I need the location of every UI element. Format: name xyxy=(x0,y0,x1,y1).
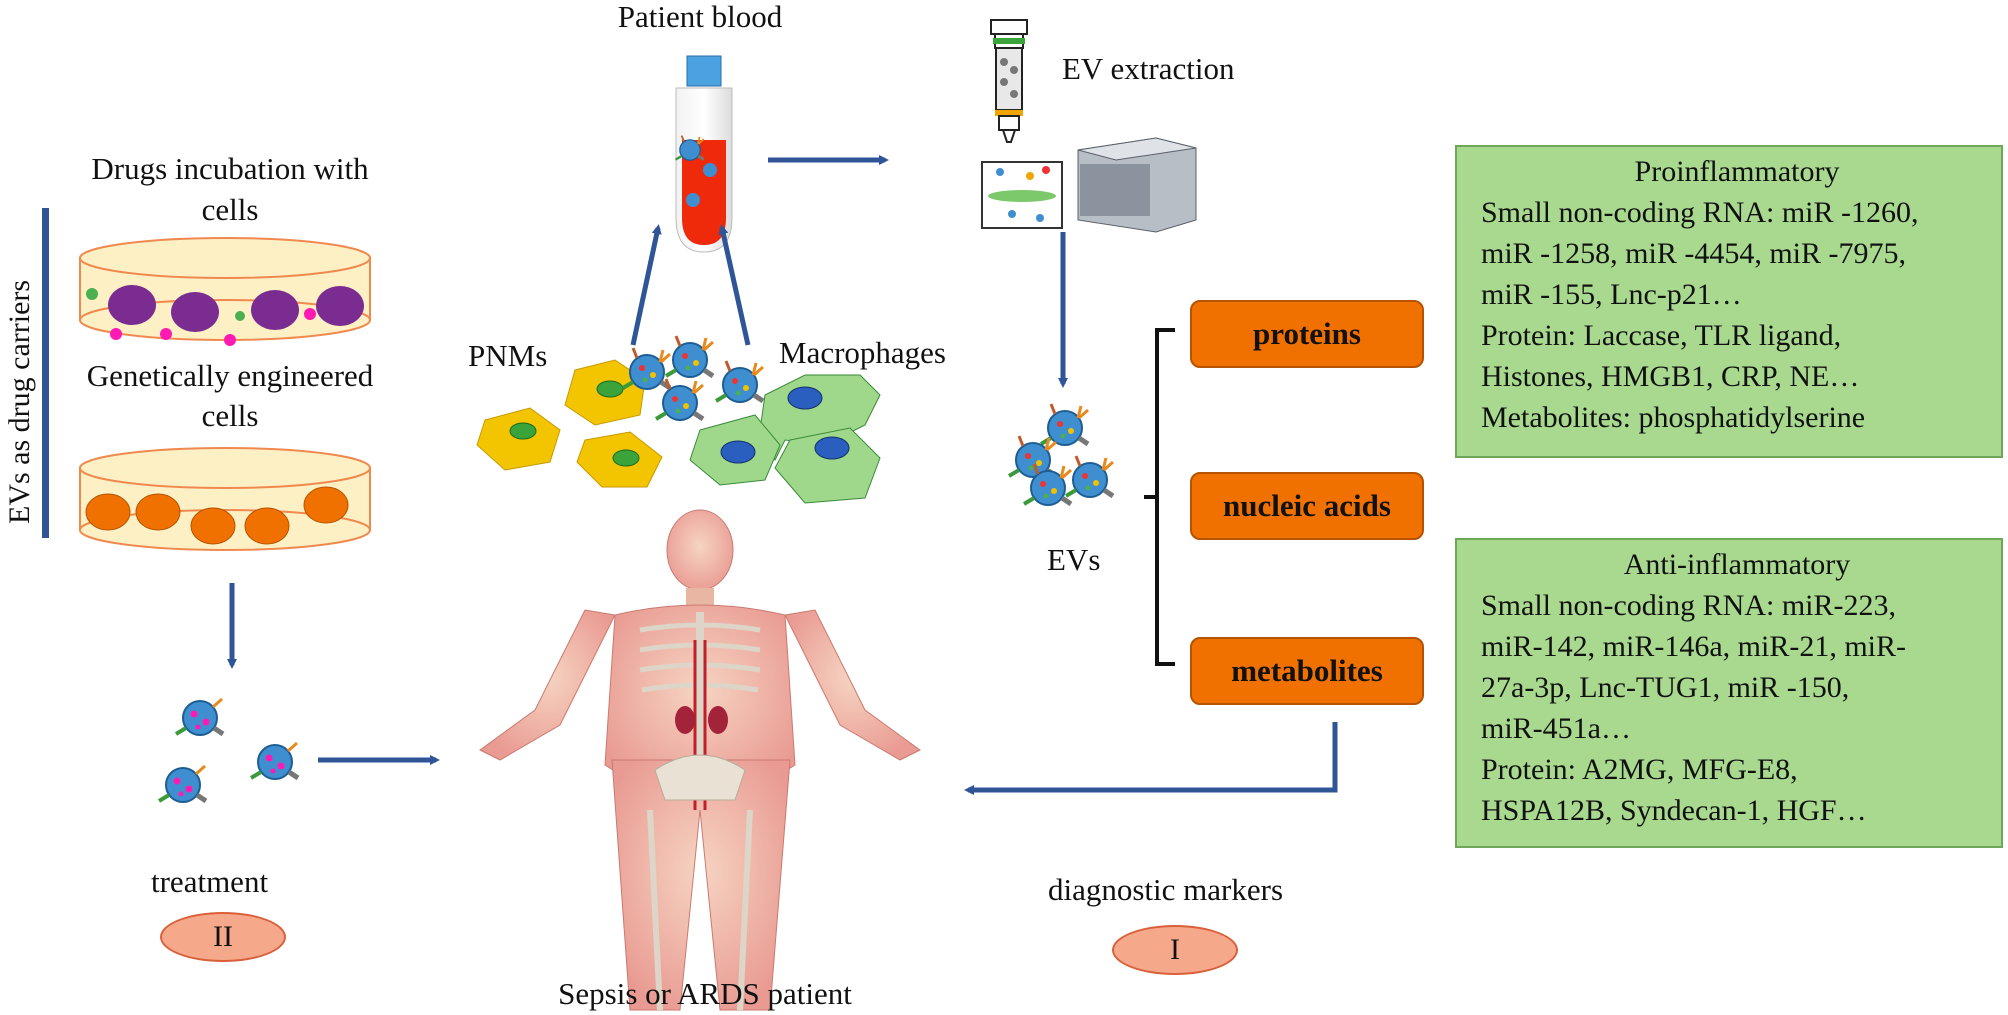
antiinflammatory-line: Protein: A2MG, MFG-E8, xyxy=(1481,753,1798,786)
proinflammatory-box: Proinflammatory Small non-coding RNA: mi… xyxy=(1455,145,2003,458)
beaker xyxy=(981,161,1063,229)
macrophages-label: Macrophages xyxy=(779,335,946,370)
proinflammatory-line: Histones, HMGB1, CRP, NE… xyxy=(1481,360,1860,393)
flow-arrows xyxy=(227,155,1338,795)
antiinflammatory-line: miR-451a… xyxy=(1481,712,1631,745)
pnms-label: PNMs xyxy=(468,338,548,373)
proinflammatory-line: miR -1258, miR -4454, miR -7975, xyxy=(1481,237,1907,270)
proinflammatory-title: Proinflammatory xyxy=(1634,155,1840,188)
genetically-engineered-label-cont: cells xyxy=(201,398,259,433)
human-body xyxy=(479,509,921,1011)
antiinflammatory-box: Anti-inflammatory Small non-coding RNA: … xyxy=(1455,538,2003,848)
evs-label: EVs xyxy=(1047,542,1101,577)
treatment-label: treatment xyxy=(151,864,269,899)
metabolites-box: metabolites xyxy=(1190,637,1424,705)
proteins-box: proteins xyxy=(1190,300,1424,368)
evs-drug-carriers-label: EVs as drug carriers xyxy=(3,279,36,524)
ev-group xyxy=(1009,404,1113,505)
antiinflammatory-line: 27a-3p, Lnc-TUG1, miR -150, xyxy=(1481,671,1850,704)
extraction-column xyxy=(990,19,1028,143)
drugs-incubation-label: Drugs incubation with xyxy=(91,151,369,186)
engineered-cells-dish xyxy=(79,447,371,551)
blood-tube xyxy=(674,55,733,253)
nucleic-acids-box: nucleic acids xyxy=(1190,472,1424,540)
drug-carrier-bracket xyxy=(42,208,49,538)
patient-label: Sepsis or ARDS patient xyxy=(558,976,852,1011)
cargo-bracket xyxy=(1144,328,1175,666)
engineered-ev-group xyxy=(159,699,298,802)
diagnostic-badge: I xyxy=(1112,925,1238,975)
macrophage-cells xyxy=(689,374,881,504)
antiinflammatory-line: miR-142, miR-146a, miR-21, miR- xyxy=(1481,630,1906,663)
antiinflammatory-title: Anti-inflammatory xyxy=(1623,548,1851,581)
patient-blood-label: Patient blood xyxy=(617,0,783,34)
ev-extraction-label: EV extraction xyxy=(1062,51,1235,86)
pnm-cells xyxy=(476,359,663,488)
centrifuge xyxy=(1077,137,1197,233)
drugs-incubation-label-cont: cells xyxy=(201,192,259,227)
drug-incubation-dish xyxy=(79,237,371,346)
genetically-engineered-label: Genetically engineered xyxy=(86,358,374,393)
antiinflammatory-line: Small non-coding RNA: miR-223, xyxy=(1481,589,1896,622)
treatment-badge: II xyxy=(160,912,286,962)
diagnostic-markers-label: diagnostic markers xyxy=(1048,872,1284,907)
proinflammatory-line: Protein: Laccase, TLR ligand, xyxy=(1481,319,1842,352)
cell-ev-cluster xyxy=(623,336,763,420)
proinflammatory-line: miR -155, Lnc-p21… xyxy=(1481,278,1742,311)
proinflammatory-line: Metabolites: phosphatidylserine xyxy=(1481,401,1866,434)
proinflammatory-line: Small non-coding RNA: miR -1260, xyxy=(1481,196,1919,229)
antiinflammatory-line: HSPA12B, Syndecan-1, HGF… xyxy=(1481,794,1867,827)
